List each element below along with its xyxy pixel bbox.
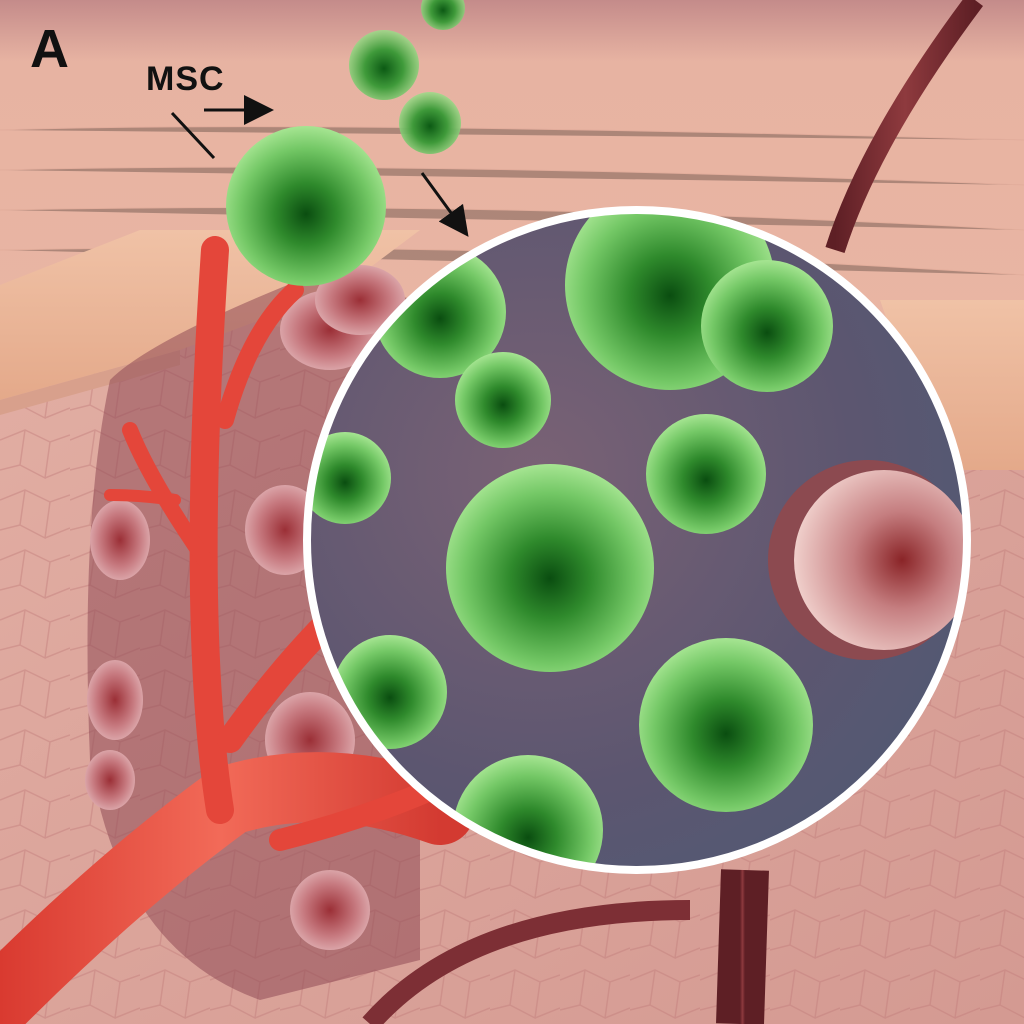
msc-cell: [421, 0, 465, 30]
epidermis-slab-right: [880, 300, 1024, 470]
floating-mscs: [226, 0, 465, 286]
msc-cell-large: [226, 126, 386, 286]
magnified-inset: [303, 206, 971, 874]
msc-cell: [646, 414, 766, 534]
dark-vessel-top: [825, 0, 984, 254]
msc-cell: [639, 638, 813, 812]
inset-border: [303, 206, 971, 874]
dark-vessel-bottom: [716, 869, 769, 1024]
msc-cell: [349, 30, 419, 100]
dark-vessel-curve: [362, 900, 691, 1024]
msc-cell: [399, 92, 461, 154]
blood-vessel: [0, 236, 475, 1024]
msc-cell: [455, 352, 551, 448]
pointer-line: [170, 111, 216, 160]
msc-cell: [446, 464, 654, 672]
msc-cell: [701, 260, 833, 392]
host-cell: [768, 460, 967, 660]
arrow-down-right-icon: [420, 172, 469, 237]
panel-label: A: [30, 19, 69, 79]
msc-label: MSC: [146, 60, 225, 98]
